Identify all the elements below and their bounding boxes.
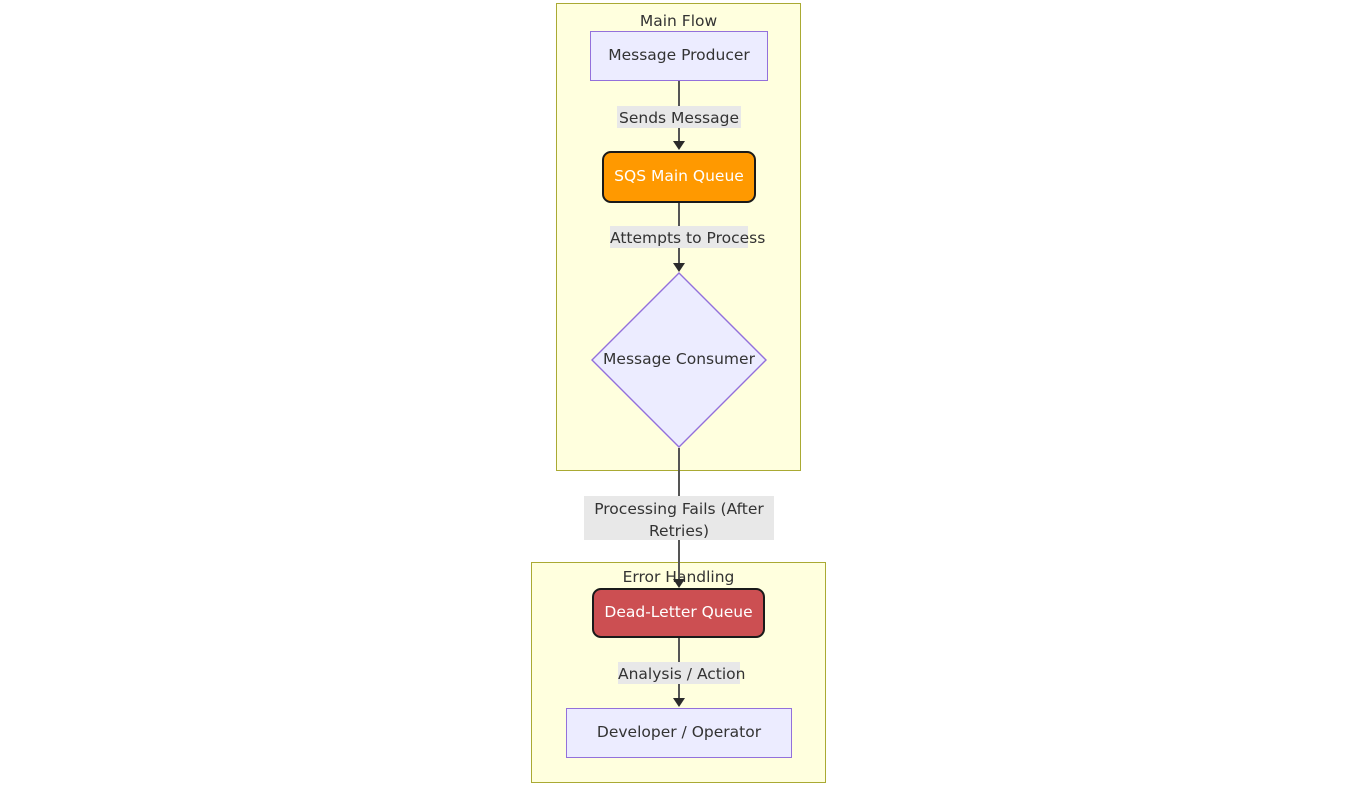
node-message-producer-label: Message Producer bbox=[608, 46, 750, 65]
node-sqs-main-queue-label: SQS Main Queue bbox=[614, 167, 744, 186]
edge-label-analysis-action: Analysis / Action bbox=[618, 662, 745, 684]
arrow-head-consumer-to-dead-letter-queue bbox=[673, 579, 685, 588]
node-dead-letter-queue-label: Dead-Letter Queue bbox=[604, 603, 753, 622]
node-sqs-main-queue[interactable]: SQS Main Queue bbox=[602, 151, 756, 203]
arrow-head-dead-letter-queue-to-developer bbox=[673, 698, 685, 707]
edge-label-processing-fails: Processing Fails (After Retries) bbox=[584, 496, 774, 540]
node-developer-operator-label: Developer / Operator bbox=[596, 723, 762, 742]
node-message-consumer-label: Message Consumer bbox=[603, 350, 755, 369]
subgraph-main-flow-title: Main Flow bbox=[639, 12, 718, 30]
node-dead-letter-queue[interactable]: Dead-Letter Queue bbox=[592, 588, 765, 638]
node-message-consumer[interactable]: Message Consumer bbox=[591, 272, 767, 448]
edge-label-attempts-to-process: Attempts to Process bbox=[610, 226, 765, 248]
node-message-producer[interactable]: Message Producer bbox=[590, 31, 768, 81]
arrow-head-queue-to-consumer bbox=[673, 263, 685, 272]
arrow-head-producer-to-queue bbox=[673, 141, 685, 150]
node-developer-operator[interactable]: Developer / Operator bbox=[566, 708, 792, 758]
edge-label-sends-message: Sends Message bbox=[617, 106, 741, 128]
diamond-shape-icon bbox=[591, 272, 767, 448]
